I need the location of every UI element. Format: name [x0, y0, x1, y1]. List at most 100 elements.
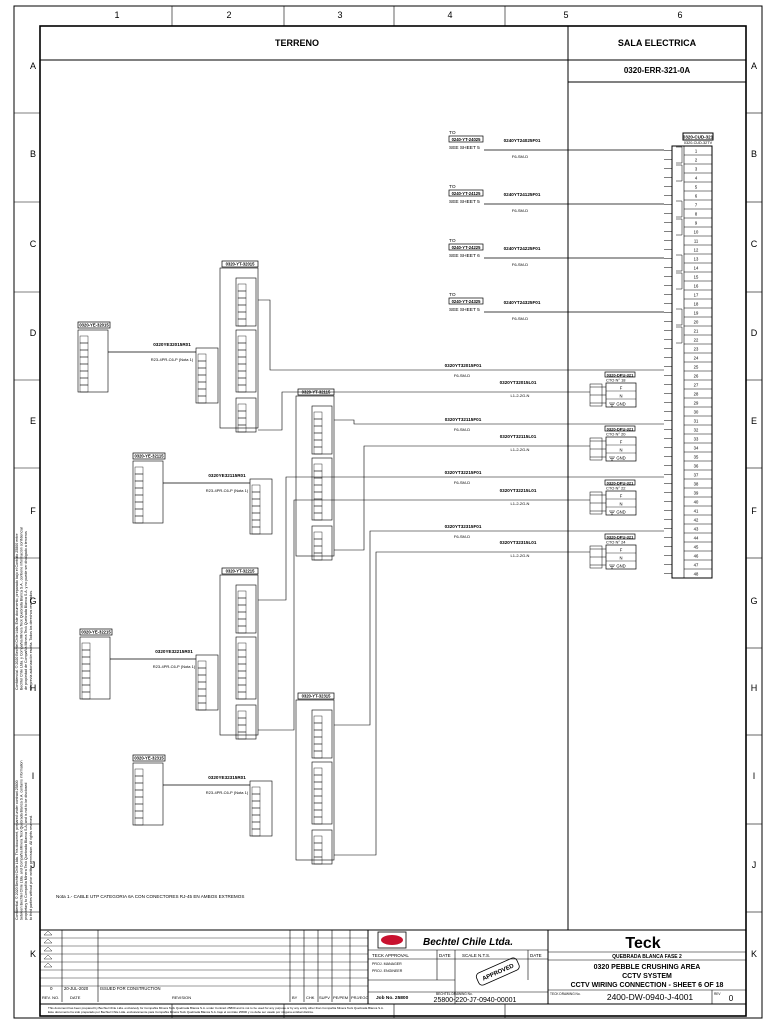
device-cell	[313, 856, 323, 865]
terminal-number: 24	[694, 356, 699, 361]
transmitter-tag-box	[221, 567, 259, 575]
camera-tag: 0320-YE-32015	[79, 323, 109, 328]
terminal-number: 31	[694, 419, 699, 424]
offsheet-to: TO	[449, 130, 456, 136]
area-name: 0320 PEBBLE CRUSHING AREA	[594, 964, 701, 971]
right-area-title: SALA ELECTRICA	[618, 38, 697, 48]
teck-revision: 0	[729, 994, 734, 1003]
offsheet-tag-box	[448, 135, 484, 143]
terminal-bracket	[676, 308, 683, 326]
zone-row-label: K	[30, 949, 36, 959]
ground-icon	[609, 564, 615, 569]
zone-row-label: F	[30, 506, 36, 516]
power-panel-tag-box	[604, 425, 636, 432]
terminal-number: 25	[694, 365, 699, 370]
power-panel-tag: 0320-DPU-321	[607, 426, 634, 431]
terminal-number: 17	[694, 293, 699, 298]
terminal-number: 14	[694, 266, 699, 271]
terminal-bracket	[676, 146, 683, 164]
transmitter-tag: 0320-YT-32215	[226, 569, 256, 574]
offsheet-see-sheet: SEE SHEET 6	[449, 253, 480, 259]
offsheet-see-sheet: SEE SHEET 5	[449, 145, 480, 151]
terminal-number: 23	[694, 347, 699, 352]
teck-drawing-label: TECK DRAWING No.	[550, 992, 581, 996]
zone-row-label: C	[751, 239, 758, 249]
transmitter-power-cable: 0320YT32015L01	[500, 380, 537, 385]
terminal-number: 46	[694, 554, 699, 559]
power-panel-phase: F	[620, 548, 623, 553]
footer-english: This document has been prepared by Becht…	[48, 1006, 384, 1010]
camera-tag: 0320-YE-32315	[134, 756, 164, 761]
terminal-number: 9	[695, 221, 698, 226]
camera-cable: 0320YE32315R01	[208, 775, 246, 780]
rev-header: REV. NO.	[42, 995, 59, 1000]
power-panel-neutral: N	[619, 556, 622, 561]
power-panel-circuit: CTO N° 18	[606, 378, 626, 383]
device-cell	[251, 828, 261, 837]
power-panel-phase: F	[620, 494, 623, 499]
zone-row-label: I	[753, 771, 756, 781]
device-cell	[237, 318, 247, 327]
terminal-number: 11	[694, 239, 699, 244]
offsheet-to: TO	[449, 184, 456, 190]
camera-cable: 0320YE32215R01	[155, 649, 193, 654]
drawing-border	[39, 25, 747, 1017]
proj-manager-label: PROJ. MANAGER	[372, 962, 402, 966]
device-cell	[313, 446, 323, 455]
power-panel-circuit: CTO N° 24	[606, 540, 626, 545]
zone-row-label: I	[32, 771, 35, 781]
offsheet-tag: 0240-YT-24325	[452, 299, 482, 304]
confidential-line: to third parties without prior written p…	[29, 815, 33, 920]
camera-tag-box	[132, 452, 166, 460]
transmitter-power-cable: 0320YT32115L01	[500, 434, 537, 439]
terminal-number: 1	[695, 149, 698, 154]
zone-row-label: B	[751, 149, 757, 159]
zone-row-label: J	[752, 860, 757, 870]
teck-logo: Teck	[625, 935, 660, 952]
offsheet-cable-type: F6-SM-D	[512, 262, 528, 267]
device-cell	[237, 625, 247, 634]
ground-icon	[609, 402, 615, 407]
device-block	[79, 636, 111, 700]
terminal-bracket	[676, 218, 683, 236]
terminal-bracket	[676, 164, 683, 182]
terminal-number: 7	[695, 203, 698, 208]
rev-date: 20-JUL-2020	[64, 986, 89, 991]
offsheet-to: TO	[449, 292, 456, 298]
terminal-number: 4	[695, 176, 698, 181]
offsheet-cable: 0240YT24025F01	[504, 138, 541, 143]
transmitter-fiber-cable: 0320YT32015F01	[445, 363, 482, 368]
terminal-number: 8	[695, 212, 698, 217]
terminal-number: 10	[694, 230, 699, 235]
project-name: QUEBRADA BLANCA FASE 2	[612, 954, 682, 960]
offsheet-tag: 0240-YT-24225	[452, 245, 482, 250]
system-name: CCTV SYSTEM	[622, 973, 672, 980]
zone-row-label: K	[751, 949, 757, 959]
power-panel-tag: 0320-DPU-321	[607, 480, 634, 485]
device-cell	[313, 750, 323, 759]
zone-column-label: 5	[563, 10, 568, 20]
transmitter-power-type: L1-2-2G-N	[511, 447, 530, 452]
transmitter-enclosure	[219, 267, 259, 429]
transmitter-power-cable: 0320YT32215L01	[500, 488, 537, 493]
bechtel-name: Bechtel Chile Ltda.	[423, 937, 513, 948]
zone-row-label: G	[750, 596, 757, 606]
device-block	[249, 780, 273, 837]
zone-row-label: A	[751, 61, 757, 71]
job-number: Job No. 25800	[376, 995, 409, 1001]
panel-tag: 0320-CUD-321	[683, 135, 714, 140]
rev-header: SUPV	[319, 995, 330, 1000]
confidential-line: Confidential. © 2020 Bechtel Chile Ltda.…	[15, 780, 19, 920]
device-cell	[134, 817, 144, 826]
terminal-number: 43	[694, 527, 699, 532]
terminal-number: 44	[694, 536, 699, 541]
terminal-number: 30	[694, 410, 699, 415]
zone-row-label: A	[30, 61, 36, 71]
power-panel-tag-box	[604, 533, 636, 540]
camera-tag: 0320-YE-32115	[134, 454, 164, 459]
transmitter-tag: 0320-YT-32315	[302, 694, 332, 699]
terminal-strip: 1234567891011121314151617181920212223242…	[664, 145, 712, 577]
